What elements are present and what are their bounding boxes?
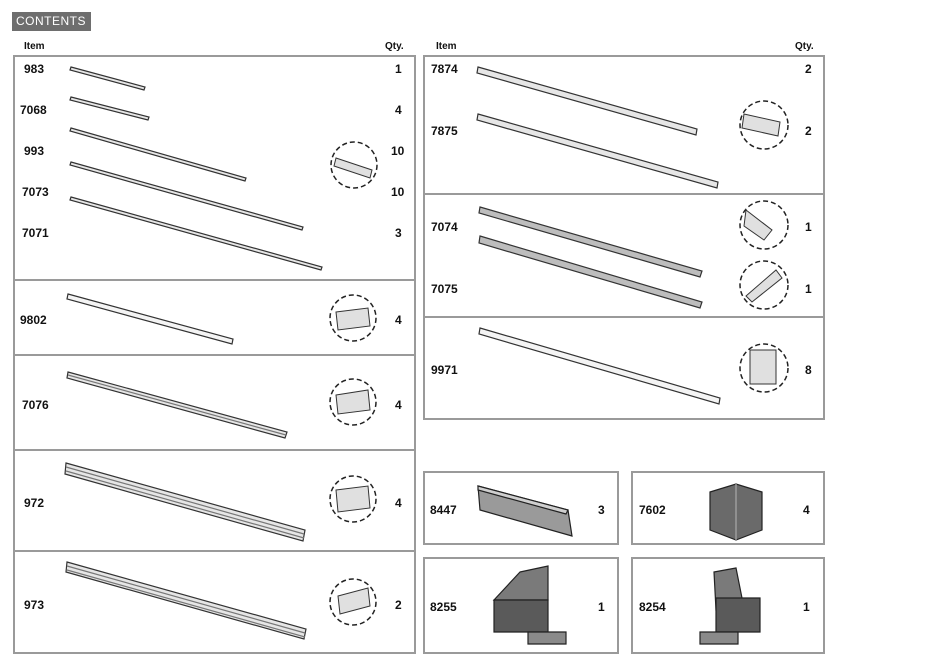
profile-section-icon [742, 114, 780, 136]
rail-9971-icon [479, 328, 720, 404]
profile-section-icon [750, 350, 776, 384]
rail-7074-icon [479, 207, 702, 277]
profile-section-icon [336, 390, 370, 414]
rail-972-icon [65, 463, 305, 541]
bar-7073-icon [70, 162, 303, 230]
profile-section-icon [744, 210, 772, 240]
profile-section-icon [338, 588, 370, 614]
part-8254-icon [700, 568, 760, 644]
profile-section-icon [336, 308, 370, 330]
bar-7071-icon [70, 197, 322, 270]
bar-7068-icon [70, 97, 149, 120]
part-8255-icon [494, 566, 566, 644]
bar-983-icon [70, 67, 145, 90]
rail-7075-icon [479, 236, 702, 308]
profile-section-icon [746, 270, 782, 302]
profile-9802-icon [67, 294, 233, 344]
profile-section-icon [336, 486, 370, 512]
bar-993-icon [70, 128, 246, 181]
part-8447-icon [478, 486, 572, 536]
part-7602-icon [710, 484, 762, 540]
rail-973-icon [66, 562, 306, 639]
profile-section-icon [334, 158, 372, 178]
profile-7076-icon [67, 372, 287, 438]
